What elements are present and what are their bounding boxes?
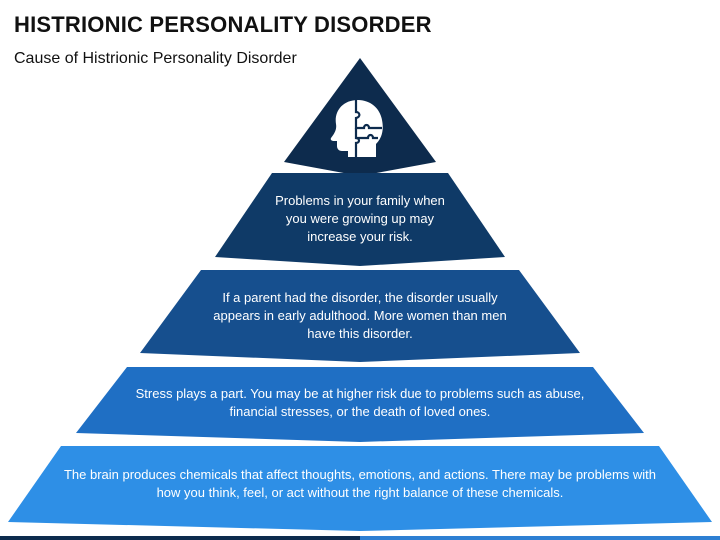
pyramid-tier-3	[76, 367, 644, 442]
page-subtitle: Cause of Histrionic Personality Disorder	[14, 50, 297, 67]
footer-bar-right	[360, 536, 720, 540]
tier-3-text: Stress plays a part. You may be at highe…	[135, 386, 585, 419]
tier-2-text: If a parent had the disorder, the disord…	[213, 290, 507, 341]
pyramid-tier-4	[8, 446, 712, 531]
tier-4-text: The brain produces chemicals that affect…	[63, 467, 657, 500]
tier-1-text: Problems in your family when you were gr…	[275, 193, 445, 244]
footer-bar-left	[0, 536, 360, 540]
page-title: HISTRIONIC PERSONALITY DISORDER	[14, 12, 432, 37]
pyramid-tier-2	[140, 270, 580, 362]
footer-accent-bar	[0, 536, 720, 540]
head-puzzle-icon	[330, 100, 383, 157]
pyramid-tier-1	[215, 173, 505, 266]
